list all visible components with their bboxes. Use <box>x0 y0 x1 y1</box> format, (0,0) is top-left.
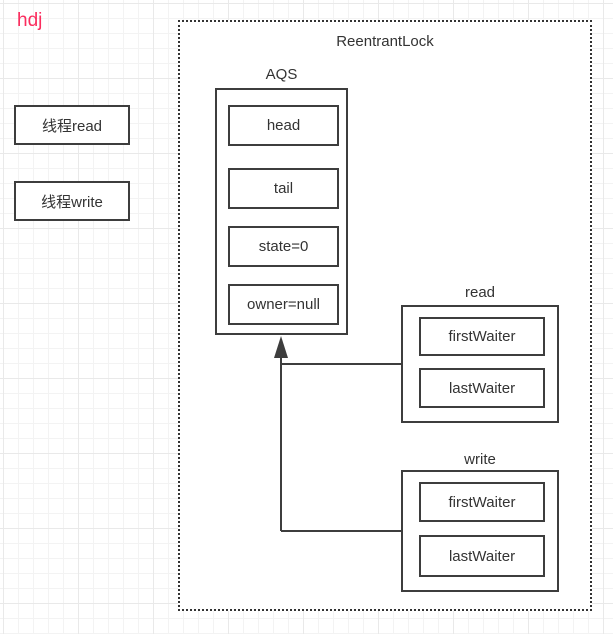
write-queue-label: write <box>464 451 496 468</box>
read-firstwaiter-label: firstWaiter <box>448 328 516 345</box>
aqs-shape[interactable]: head tail state=0 owner=null <box>215 88 348 335</box>
aqs-field-state[interactable]: state=0 <box>228 226 339 267</box>
read-lastwaiter-label: lastWaiter <box>448 379 516 397</box>
thread-read-label: 线程read <box>41 117 103 135</box>
write-queue-shape[interactable]: firstWaiter lastWaiter <box>401 470 559 592</box>
aqs-field-state-label: state=0 <box>258 238 309 255</box>
reentrantlock-title: ReentrantLock <box>336 33 434 50</box>
read-queue-label: read <box>464 284 496 301</box>
thread-read-shape[interactable]: 线程read <box>14 105 130 145</box>
aqs-field-owner[interactable]: owner=null <box>228 284 339 325</box>
write-lastwaiter-field[interactable]: lastWaiter <box>419 535 545 577</box>
aqs-field-head[interactable]: head <box>228 105 339 146</box>
write-firstwaiter-field[interactable]: firstWaiter <box>419 482 545 522</box>
read-lastwaiter-field[interactable]: lastWaiter <box>419 368 545 408</box>
aqs-field-owner-label: owner=null <box>247 296 320 313</box>
thread-write-label: 线程write <box>41 193 103 211</box>
thread-write-shape[interactable]: 线程write <box>14 181 130 221</box>
aqs-field-tail[interactable]: tail <box>228 168 339 209</box>
watermark-text: hdj <box>17 10 43 31</box>
aqs-label: AQS <box>265 66 298 83</box>
read-queue-shape[interactable]: firstWaiter lastWaiter <box>401 305 559 423</box>
write-lastwaiter-label: lastWaiter <box>448 547 516 565</box>
aqs-field-tail-label: tail <box>273 180 294 197</box>
aqs-field-head-label: head <box>266 117 301 134</box>
read-firstwaiter-field[interactable]: firstWaiter <box>419 317 545 356</box>
write-firstwaiter-label: firstWaiter <box>448 493 516 511</box>
